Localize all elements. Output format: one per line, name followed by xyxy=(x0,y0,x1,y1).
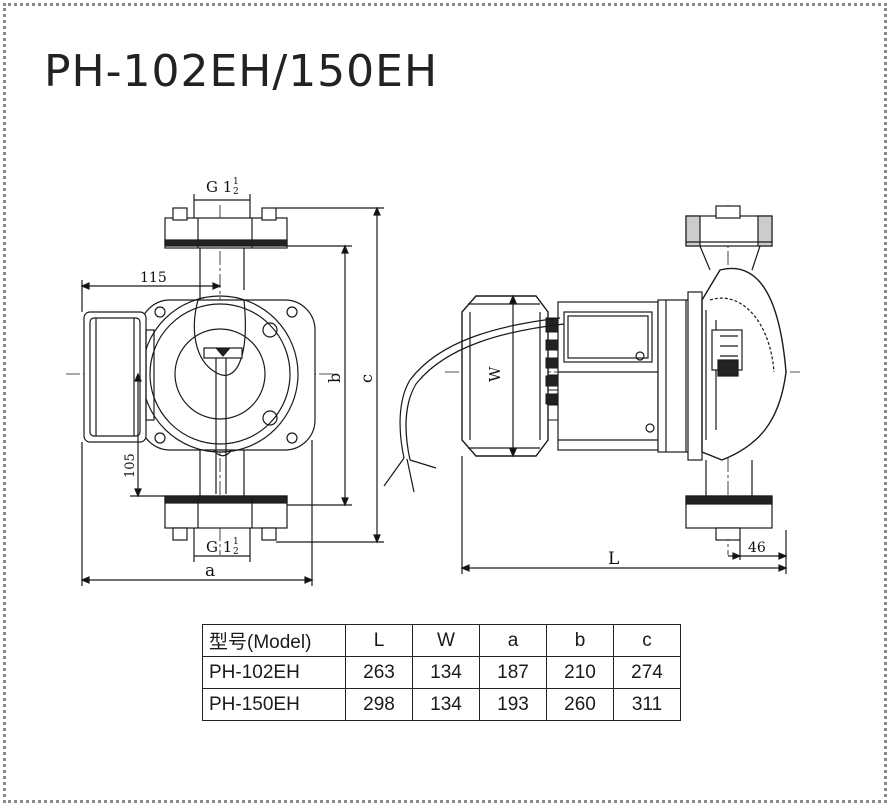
table-cell: PH-150EH xyxy=(202,688,346,721)
table-header-cell: c xyxy=(613,624,681,657)
table-header-row: 型号(Model) L W a b c xyxy=(202,624,681,657)
dim-L-label: L xyxy=(608,549,619,569)
table-row: PH-102EH 263 134 187 210 274 xyxy=(202,656,681,689)
dim-105-label: 105 xyxy=(123,453,138,478)
page-title: PH-102EH/150EH xyxy=(44,46,439,97)
table-cell: 193 xyxy=(479,688,547,721)
table-cell: 210 xyxy=(546,656,614,689)
side-view: W L 46 xyxy=(383,205,800,574)
table-row: PH-150EH 298 134 193 260 311 xyxy=(202,688,681,721)
thread-bottom-den: 2 xyxy=(233,547,239,557)
table-cell: 311 xyxy=(613,688,681,721)
table-cell: 298 xyxy=(345,688,413,721)
table-cell: 274 xyxy=(613,656,681,689)
front-view: G 1 1 2 G 1 1 2 115 105 a b xyxy=(66,177,384,586)
dim-115-label: 115 xyxy=(140,270,167,286)
thread-top-label: G 1 xyxy=(206,178,232,196)
dim-b-label: b xyxy=(325,373,344,383)
dotted-border-frame xyxy=(3,3,887,803)
thread-top-num: 1 xyxy=(233,177,239,187)
dim-W-label: W xyxy=(486,366,504,382)
table-cell: 134 xyxy=(412,656,480,689)
table-cell: PH-102EH xyxy=(202,656,346,689)
table-header-cell: b xyxy=(546,624,614,657)
table-cell: 263 xyxy=(345,656,413,689)
spec-table: 型号(Model) L W a b c PH-102EH 263 134 187… xyxy=(202,624,681,721)
table-header-cell: W xyxy=(412,624,480,657)
table-header-cell: L xyxy=(345,624,413,657)
table-cell: 187 xyxy=(479,656,547,689)
thread-bottom-num: 1 xyxy=(233,537,239,547)
table-cell: 260 xyxy=(546,688,614,721)
dim-a-label: a xyxy=(205,561,215,581)
table-header-cell: 型号(Model) xyxy=(202,624,346,657)
table-header-cell: a xyxy=(479,624,547,657)
table-cell: 134 xyxy=(412,688,480,721)
thread-bottom-label: G 1 xyxy=(206,538,232,556)
thread-top-den: 2 xyxy=(233,187,239,197)
dim-c-label: c xyxy=(357,374,376,383)
dim-46-label: 46 xyxy=(748,540,766,556)
